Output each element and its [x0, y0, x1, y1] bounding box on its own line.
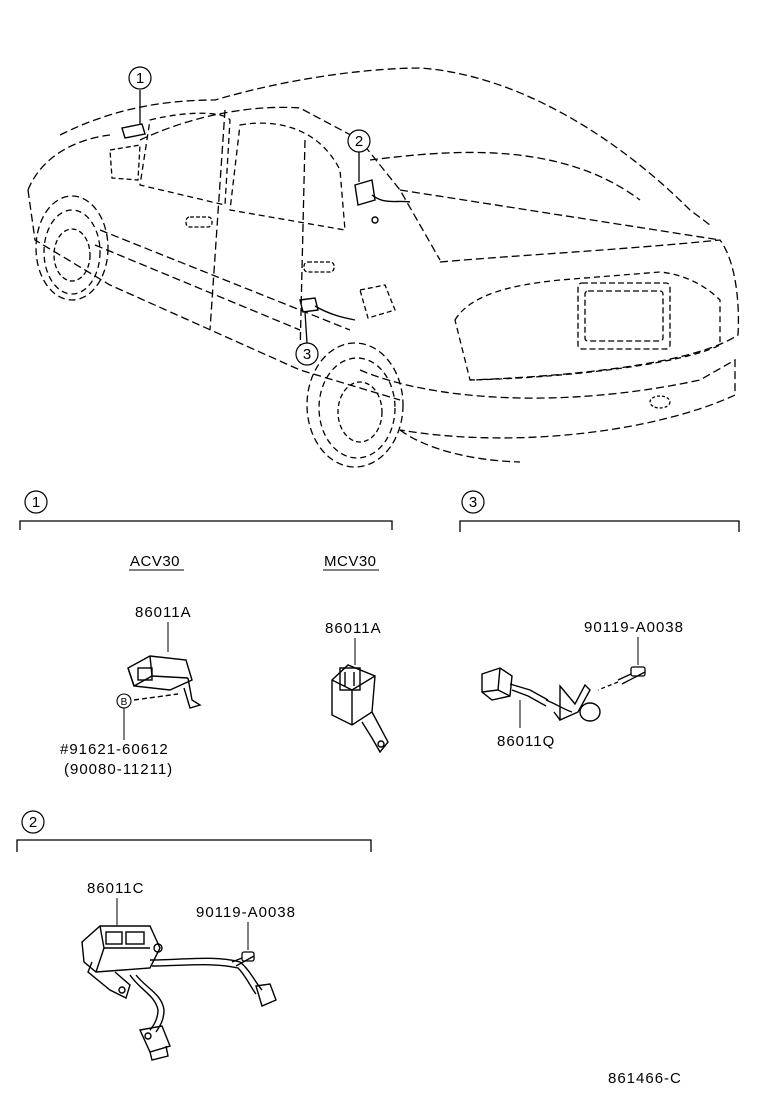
section-3-bracket	[459, 520, 740, 532]
acv30-sensor-drawing	[127, 655, 202, 709]
section-3-part-number: 86011Q	[497, 733, 555, 750]
section-2-bracket	[16, 839, 372, 852]
section-2-screw-number: 90119-A0038	[196, 904, 296, 921]
screw-drawing-2	[231, 951, 255, 967]
section-3: 3 90119-A0038 86011Q	[459, 490, 740, 750]
screw-drawing-3	[597, 666, 646, 691]
callout-2: 2	[347, 129, 371, 153]
callout-3: 3	[295, 342, 319, 366]
section-1-bracket	[19, 520, 393, 530]
callout-1: 1	[128, 66, 152, 90]
acv30-part-number: 86011A	[135, 604, 192, 621]
section-2-part-number: 86011C	[87, 880, 144, 897]
acv30-label: ACV30	[130, 553, 180, 570]
acv30-sub-part-1: #91621-60612	[60, 741, 169, 758]
diagram-code: 861466-C	[608, 1070, 682, 1087]
svg-text:2: 2	[29, 814, 37, 831]
car-illustration	[27, 67, 740, 468]
sensor-drawing-2	[81, 925, 277, 1061]
section-2-number: 2	[21, 810, 45, 834]
svg-text:3: 3	[303, 346, 311, 363]
svg-text:3: 3	[469, 494, 477, 511]
mcv30-part-number: 86011A	[325, 620, 382, 637]
acv30-sub-part-2: (90080-11211)	[64, 761, 173, 778]
sensor-drawing-3	[481, 667, 601, 722]
svg-text:B: B	[121, 697, 128, 708]
section-2: 2 86011C 90119-A0038	[16, 810, 372, 1061]
section-1: 1 ACV30 86011A B #91621-60612 (90080-112…	[19, 490, 393, 778]
svg-text:2: 2	[355, 133, 363, 150]
mcv30-label: MCV30	[324, 553, 377, 570]
section-1-number: 1	[24, 490, 48, 514]
section-3-screw-number: 90119-A0038	[584, 619, 684, 636]
section-3-number: 3	[461, 490, 485, 514]
svg-text:1: 1	[136, 70, 144, 87]
mcv30-sensor-drawing	[331, 664, 389, 754]
bolt-ref-b: B	[116, 693, 132, 709]
svg-text:1: 1	[32, 494, 40, 511]
